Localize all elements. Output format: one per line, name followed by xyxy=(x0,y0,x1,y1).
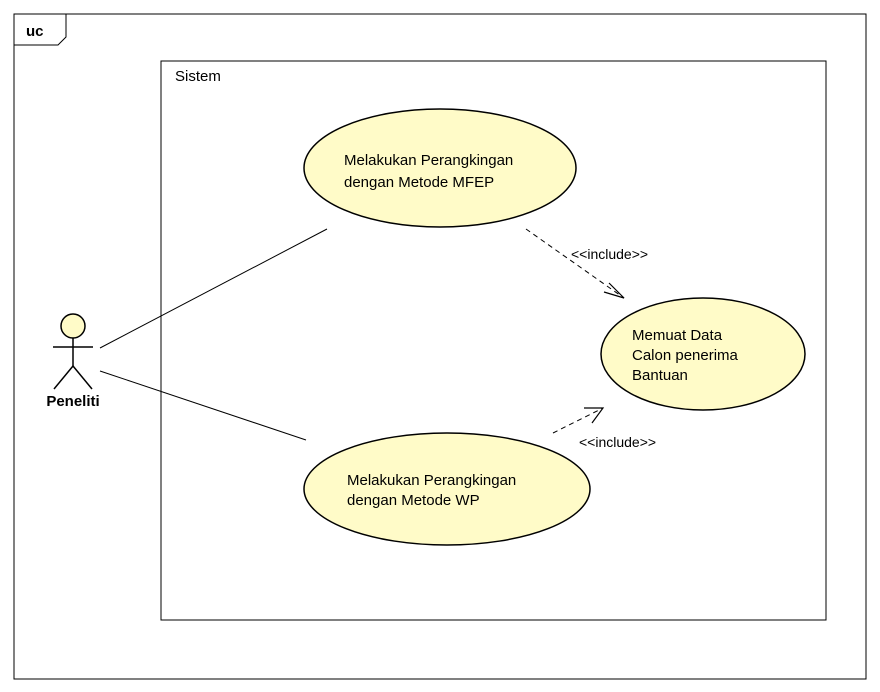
include-line-mfep xyxy=(525,228,625,299)
system-label: Sistem xyxy=(175,68,221,85)
use-case-load-data-line-1: Memuat Data xyxy=(632,327,723,344)
include-label-mfep: <<include>> xyxy=(571,246,648,262)
use-case-load-data[interactable]: Memuat Data Calon penerima Bantuan xyxy=(600,297,806,411)
use-case-mfep[interactable]: Melakukan Perangkingan dengan Metode MFE… xyxy=(303,108,577,228)
actor-name: Peneliti xyxy=(46,393,99,410)
use-case-wp[interactable]: Melakukan Perangkingan dengan Metode WP xyxy=(303,432,591,546)
use-case-load-data-line-3: Bantuan xyxy=(632,367,688,384)
use-case-wp-line-1: Melakukan Perangkingan xyxy=(347,472,516,489)
use-case-mfep-line-1: Melakukan Perangkingan xyxy=(344,152,513,169)
actor-right-leg xyxy=(72,365,93,390)
include-arrowhead-mfep xyxy=(603,282,625,299)
association-mfep xyxy=(99,228,328,349)
use-case-load-data-line-2: Calon penerima xyxy=(632,347,739,364)
use-case-load-data-shape xyxy=(600,297,806,411)
include-label-wp: <<include>> xyxy=(579,434,656,450)
include-line-wp xyxy=(552,407,604,434)
actor-head xyxy=(60,313,86,339)
use-case-mfep-shape xyxy=(303,108,577,228)
use-case-wp-shape xyxy=(303,432,591,546)
include-arrowhead-wp xyxy=(584,407,605,424)
association-wp xyxy=(99,370,307,441)
use-case-mfep-line-2: dengan Metode MFEP xyxy=(344,174,494,191)
frame-tag: uc xyxy=(26,23,44,40)
use-case-wp-line-2: dengan Metode WP xyxy=(347,492,480,509)
actor-left-leg xyxy=(53,365,74,390)
actor-peneliti[interactable]: Peneliti xyxy=(46,313,100,410)
frame-tag-box xyxy=(14,14,67,46)
